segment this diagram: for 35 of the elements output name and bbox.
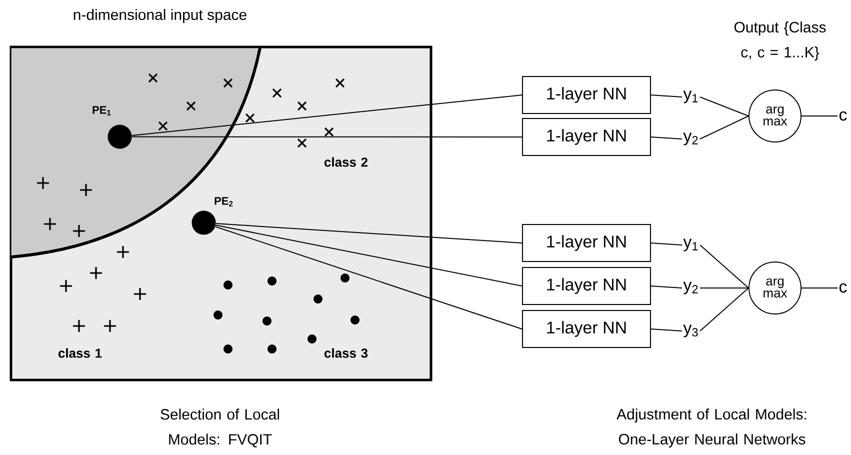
connector	[215, 223, 522, 244]
connector	[700, 244, 749, 288]
output-symbol: y$_{2}$	[683, 132, 698, 146]
network-box: 1-layer NN	[522, 76, 651, 114]
network-box: 1-layer NN	[522, 267, 651, 305]
connector	[214, 226, 522, 330]
network-box: 1-layer NN	[522, 224, 651, 262]
output-label: Output {Class c, c = 1...K}	[734, 22, 826, 60]
connector	[650, 328, 682, 332]
prototype-label: PE$_{2}$	[214, 197, 233, 206]
output-symbol: y$_{3}$	[683, 324, 698, 338]
connector	[700, 116, 749, 140]
output-symbol: y$_{2}$	[683, 282, 698, 294]
connector	[650, 286, 682, 288]
connector	[650, 242, 682, 246]
connector	[215, 224, 522, 286]
caption: Selection of Local Models: FVQIT	[160, 408, 279, 448]
output-symbol: y$_{1}$	[683, 238, 698, 252]
prototype-label: PE$_{1}$	[92, 106, 111, 116]
connector	[700, 288, 749, 332]
connector	[700, 96, 749, 116]
class-label: class 2	[324, 157, 368, 167]
output-symbol: y$_{1}$	[683, 90, 698, 104]
class-label: class 3	[324, 348, 368, 358]
connector	[131, 94, 522, 136]
class-label: class 1	[58, 348, 102, 358]
box-heading: n-dimensional input space	[74, 9, 246, 23]
connector	[650, 94, 682, 98]
class-output: c	[839, 111, 847, 121]
connector	[131, 136, 522, 138]
connector	[650, 136, 682, 140]
caption: Adjustment of Local Models: One-Layer Neural Networks	[616, 408, 806, 448]
network-box: 1-layer NN	[522, 118, 651, 156]
network-box: 1-layer NN	[522, 310, 651, 348]
class-output: c	[839, 283, 847, 293]
